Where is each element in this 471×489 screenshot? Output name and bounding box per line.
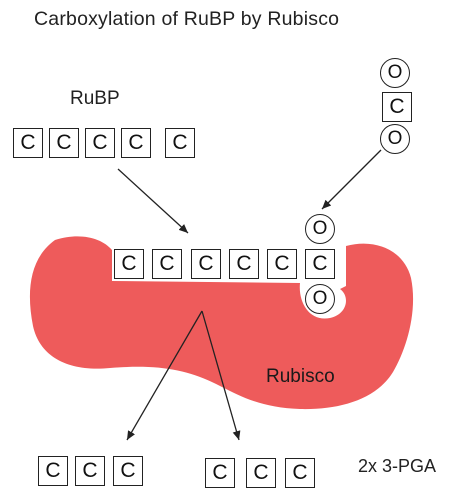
product2-carbon-2: C bbox=[246, 458, 276, 488]
product2-carbon-1: C bbox=[205, 458, 235, 488]
rubp-carbon-4: C bbox=[121, 128, 151, 158]
intermediate-oxygen-top: O bbox=[305, 214, 335, 244]
co2-carbon: C bbox=[382, 92, 412, 122]
rubisco-enzyme-shape bbox=[29, 236, 414, 410]
rubp-carbon-1: C bbox=[13, 128, 43, 158]
co2-oxygen-top: O bbox=[380, 58, 410, 88]
product2-carbon-3: C bbox=[285, 458, 315, 488]
arrow-rubp-to-enzyme bbox=[117, 168, 189, 234]
product1-carbon-2: C bbox=[75, 456, 105, 486]
co2-oxygen-bottom: O bbox=[380, 124, 410, 154]
rubisco-label: Rubisco bbox=[266, 366, 335, 387]
product-label: 2x 3-PGA bbox=[358, 456, 437, 476]
intermediate-carbon-1: C bbox=[114, 249, 144, 279]
intermediate-carbon-4: C bbox=[229, 249, 259, 279]
arrow-co2-to-enzyme bbox=[321, 149, 382, 210]
arrow-to-product-left bbox=[126, 310, 203, 441]
intermediate-carbon-5: C bbox=[267, 249, 297, 279]
rubp-label: RuBP bbox=[70, 88, 120, 109]
intermediate-carbon-3: C bbox=[191, 249, 221, 279]
rubp-carbon-2: C bbox=[49, 128, 79, 158]
rubp-carbon-5: C bbox=[165, 128, 195, 158]
diagram-title: Carboxylation of RuBP by Rubisco bbox=[34, 8, 340, 30]
arrow-to-product-right bbox=[201, 310, 241, 441]
product1-carbon-3: C bbox=[113, 456, 143, 486]
intermediate-carbon-6: C bbox=[305, 249, 335, 279]
product1-carbon-1: C bbox=[38, 456, 68, 486]
intermediate-carbon-2: C bbox=[152, 249, 182, 279]
intermediate-oxygen-bottom: O bbox=[305, 284, 335, 314]
rubp-carbon-3: C bbox=[85, 128, 115, 158]
